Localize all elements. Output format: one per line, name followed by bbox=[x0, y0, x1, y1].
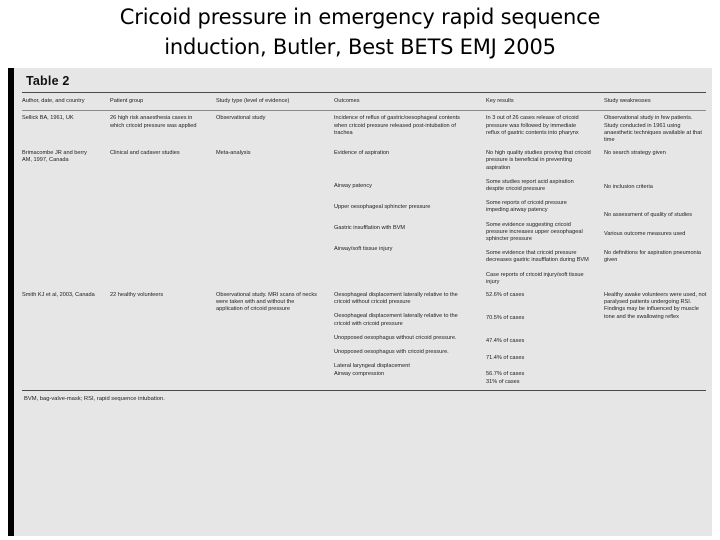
key-result-item: 47.4% of cases bbox=[486, 338, 525, 345]
page-title: Cricoid pressure in emergency rapid sequ… bbox=[0, 2, 720, 62]
weakness-item: Various outcome measures used bbox=[604, 230, 686, 237]
key-result-item: No high quality studies proving that cri… bbox=[486, 150, 591, 171]
table-row: Smith KJ et al, 2003, Canada 22 healthy … bbox=[14, 288, 712, 388]
cell-key-results: No high quality studies proving that cri… bbox=[478, 146, 596, 288]
cell-patient-group: 22 healthy volunteers bbox=[110, 292, 164, 299]
table-row: Sellick BA, 1961, UK 26 high risk anaest… bbox=[14, 111, 712, 146]
outcome-item: Oesophageal displacement laterally relat… bbox=[334, 292, 458, 306]
outcome-item: Upper oesophageal sphincter pressure bbox=[334, 203, 431, 210]
cell-author: Smith KJ et al, 2003, Canada bbox=[22, 292, 95, 299]
weakness-item: Observational study in few patients. Stu… bbox=[604, 115, 702, 144]
cell-key-results: 52.6% of cases 70.5% of cases 47.4% of c… bbox=[478, 288, 596, 388]
outcome-item: Airway patency bbox=[334, 183, 372, 190]
col-header-key-results: Key results bbox=[486, 98, 514, 104]
key-result-item: 31% of cases bbox=[486, 379, 520, 386]
col-header-author: Author, date, and country bbox=[22, 98, 85, 104]
cell-key-results: In 3 out of 26 cases release of cricoid … bbox=[478, 111, 596, 146]
key-result-item: Some reports of cricoid pressure impedin… bbox=[486, 200, 567, 214]
col-header-study-type: Study type (level of evidence) bbox=[216, 98, 290, 104]
title-line-2: induction, Butler, Best BETS EMJ 2005 bbox=[164, 35, 556, 59]
cell-author: Brimacombe JR and berry AM, 1997, Canada bbox=[22, 150, 87, 164]
outcome-item: Evidence of aspiration bbox=[334, 150, 390, 157]
cell-outcomes: Evidence of aspiration Airway patency Up… bbox=[326, 146, 478, 288]
key-result-item: 71.4% of cases bbox=[486, 354, 525, 361]
table-footnote: BVM, bag-valve-mask; RSI, rapid sequence… bbox=[24, 396, 165, 403]
table-figure: Table 2 Author, date, and country Patien… bbox=[8, 68, 712, 536]
weakness-item: No search strategy given bbox=[604, 150, 666, 157]
key-result-item: In 3 out of 26 cases release of cricoid … bbox=[486, 115, 579, 136]
header-rule bbox=[22, 110, 706, 112]
footnote-rule bbox=[22, 390, 706, 392]
cell-study-weaknesses: No search strategy given No inclusion cr… bbox=[596, 146, 712, 288]
cell-study-type: Observational study bbox=[216, 115, 266, 122]
cell-outcomes: Oesophageal displacement laterally relat… bbox=[326, 288, 478, 388]
outcome-item: Incidence of reflux of gastric/oesophage… bbox=[334, 115, 460, 136]
weakness-item: No inclusion criteria bbox=[604, 184, 653, 191]
cell-patient-group: Clinical and cadaver studies bbox=[110, 150, 180, 157]
outcome-item: Gastric insufflation with BVM bbox=[334, 224, 406, 231]
key-result-item: Some evidence suggesting cricoid pressur… bbox=[486, 221, 583, 243]
outcome-item: Unopposed oesophagus without cricoid pre… bbox=[334, 334, 457, 341]
header-row: Author, date, and country Patient group … bbox=[14, 93, 712, 110]
evidence-table: Author, date, and country Patient group … bbox=[14, 93, 712, 110]
cell-author: Sellick BA, 1961, UK bbox=[22, 115, 74, 122]
key-result-item: Case reports of cricoid injury/soft tiss… bbox=[486, 271, 584, 285]
weakness-item: No definitions for aspiration pneumonia … bbox=[604, 250, 702, 264]
key-result-item: Some studies report acid aspiration desp… bbox=[486, 178, 574, 193]
table-row: Brimacombe JR and berry AM, 1997, Canada… bbox=[14, 146, 712, 288]
cell-study-type: Meta-analysis bbox=[216, 150, 251, 157]
cell-study-weaknesses: Observational study in few patients. Stu… bbox=[596, 111, 712, 146]
title-line-1: Cricoid pressure in emergency rapid sequ… bbox=[119, 5, 601, 29]
evidence-table-body: Sellick BA, 1961, UK 26 high risk anaest… bbox=[14, 111, 712, 388]
weakness-item: Healthy awake volunteers were used, not … bbox=[604, 292, 707, 320]
key-result-item: Some evidence that cricoid pressure decr… bbox=[486, 250, 589, 264]
table-caption: Table 2 bbox=[26, 74, 70, 88]
cell-patient-group: 26 high risk anaesthesia cases in which … bbox=[110, 115, 197, 129]
cell-study-type: Observational study. MRI scans of necks … bbox=[216, 292, 317, 313]
cell-study-weaknesses: Healthy awake volunteers were used, not … bbox=[596, 288, 712, 388]
key-result-item: 52.6% of cases bbox=[486, 292, 525, 299]
key-result-item: 70.5% of cases bbox=[486, 315, 525, 322]
caption-rule bbox=[22, 92, 706, 93]
col-header-outcomes: Outcomes bbox=[334, 98, 360, 104]
table-head: Author, date, and country Patient group … bbox=[14, 93, 712, 110]
key-result-item: 56.7% of cases bbox=[486, 370, 525, 377]
col-header-study-weaknesses: Study weaknesses bbox=[604, 98, 651, 104]
outcome-item: Unopposed oesophagus with cricoid pressu… bbox=[334, 349, 449, 356]
col-header-patient-group: Patient group bbox=[110, 98, 144, 104]
outcome-item: Airway compression bbox=[334, 371, 385, 378]
cell-outcomes: Incidence of reflux of gastric/oesophage… bbox=[326, 111, 478, 146]
outcome-item: Oesophageal displacement laterally relat… bbox=[334, 313, 458, 327]
outcome-item: Lateral laryngeal displacement bbox=[334, 363, 410, 370]
outcome-item: Airway/soft tissue injury bbox=[334, 246, 393, 253]
weakness-item: No assessment of quality of studies bbox=[604, 211, 692, 218]
